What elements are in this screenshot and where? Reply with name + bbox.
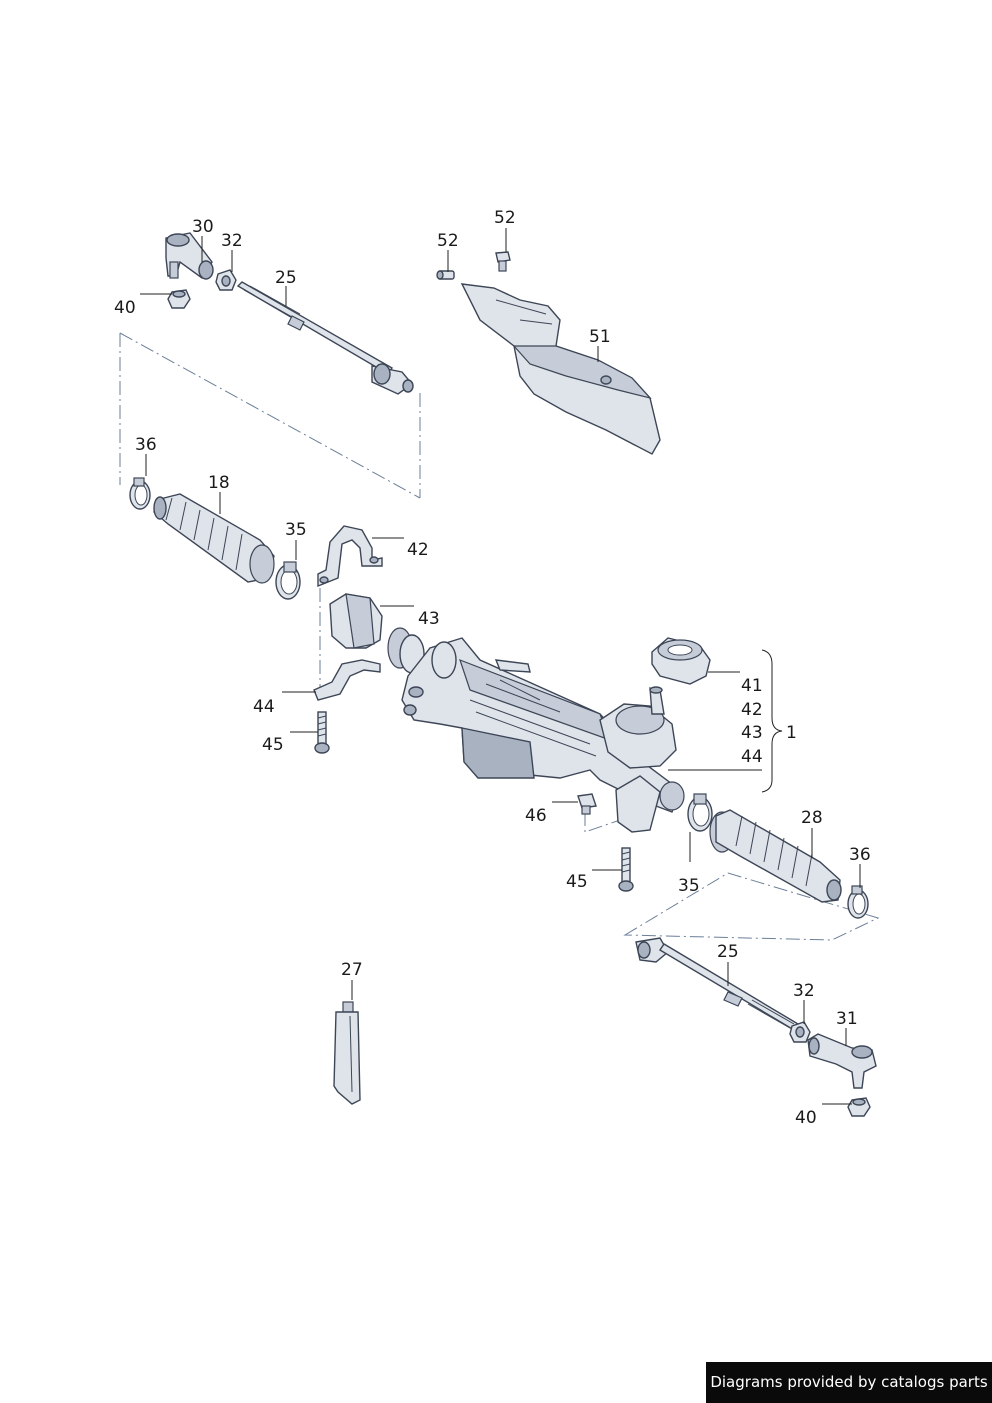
callout-36-right: 36 [849,845,871,865]
tie-rod-end-right [807,1033,877,1089]
bushing-43 [329,593,383,649]
clamp-35-right [687,793,713,832]
callout-30: 30 [192,217,214,237]
callout-52-b: 52 [494,208,516,228]
nut-32-left [215,269,237,291]
callout-25-left: 25 [275,268,297,288]
callout-28: 28 [801,808,823,828]
clamp-35-left [275,561,301,600]
tie-rod-right [635,937,799,1031]
callout-32-left: 32 [221,231,243,251]
bolt-52-b [495,251,511,272]
credit-banner: Diagrams provided by catalogs parts [706,1362,992,1403]
assembly-guide-lines [119,332,880,941]
bolt-45-right [618,847,634,892]
heat-shield [460,283,661,455]
grease-tube-27 [333,1001,361,1105]
callout-36-left: 36 [135,435,157,455]
clamp-36-left [129,477,151,510]
callout-41-group: 41 [741,676,763,696]
callout-31: 31 [836,1009,858,1029]
callout-32-right: 32 [793,981,815,1001]
callout-43-group: 43 [741,723,763,743]
callout-18: 18 [208,473,230,493]
tie-rod-end-left [165,232,214,280]
bracket-42 [317,525,383,588]
nut-40-right [847,1097,871,1117]
callout-45-left: 45 [262,735,284,755]
callout-1: 1 [786,723,797,743]
seal-41 [651,637,711,685]
tie-rod-left [236,281,414,395]
strap-44 [313,659,381,701]
nut-32-right [789,1021,811,1043]
callout-51: 51 [589,327,611,347]
bolt-46 [577,793,597,815]
callout-44: 44 [253,697,275,717]
callout-44-group: 44 [741,747,763,767]
callout-27: 27 [341,960,363,980]
callout-40-left: 40 [114,298,136,318]
nut-40-left [167,289,191,309]
callout-35-left: 35 [285,520,307,540]
callout-35-right: 35 [678,876,700,896]
callout-40-right: 40 [795,1108,817,1128]
bolt-45-left [314,711,330,754]
callout-numbers: 30 32 25 40 52 52 51 36 18 35 42 43 44 4… [114,208,871,1128]
callout-42-group: 42 [741,700,763,720]
clamp-36-right [847,885,869,919]
boot-28-right [709,809,842,903]
bolt-52-a [436,270,455,280]
callout-42: 42 [407,540,429,560]
steering-rack-housing [387,627,685,833]
callout-46: 46 [525,806,547,826]
leader-lines [140,228,861,1105]
callout-52-a: 52 [437,231,459,251]
callout-43: 43 [418,609,440,629]
boot-18-left [153,493,275,584]
callout-45-right: 45 [566,872,588,892]
callout-25-right: 25 [717,942,739,962]
